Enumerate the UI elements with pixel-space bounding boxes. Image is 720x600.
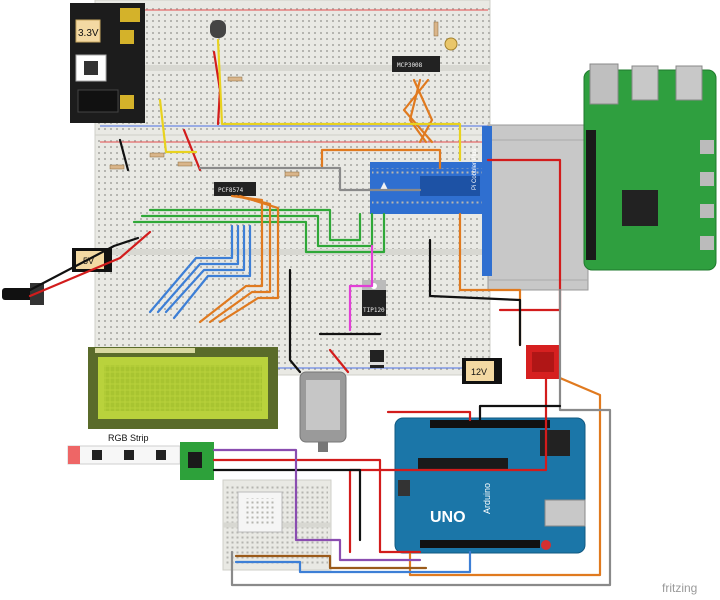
label-cobbler: Pi Cobbler Plus	[472, 149, 478, 190]
pi-cobbler	[370, 162, 488, 214]
power-supply-module	[70, 3, 145, 123]
wires	[28, 38, 612, 587]
label-pcf8574: PCF8574	[218, 187, 244, 194]
label-mcp3008: MCP3008	[397, 62, 423, 69]
ribbon-cable	[482, 124, 589, 291]
rgb-strip	[67, 445, 181, 465]
pcf8574-chip	[214, 182, 256, 196]
label-uno: UNO	[430, 509, 466, 526]
mcp3008-chip	[392, 56, 440, 72]
arduino-uno	[394, 417, 586, 554]
rgb-driver-module	[180, 442, 214, 480]
label-tip120: TIP120	[363, 307, 385, 314]
tip120-transistor	[362, 280, 386, 316]
label-5v: 5V	[83, 256, 94, 266]
lcd-display	[88, 347, 278, 429]
label-rgb-strip: RGB Strip	[108, 433, 149, 443]
label-arduino: Arduino	[482, 483, 492, 514]
resistors	[109, 21, 439, 177]
level-shifter	[526, 345, 560, 379]
dc-motor	[299, 371, 347, 452]
photoresistor	[444, 37, 458, 51]
label-12v: 12V	[471, 367, 487, 377]
temperature-sensor	[210, 20, 226, 38]
label-3v3: 3.3V	[78, 28, 99, 39]
diode	[370, 350, 384, 368]
raspberry-pi	[583, 63, 717, 271]
battery-12v	[462, 358, 502, 384]
dht-sensor	[237, 491, 283, 533]
fritzing-watermark: fritzing	[662, 581, 697, 595]
